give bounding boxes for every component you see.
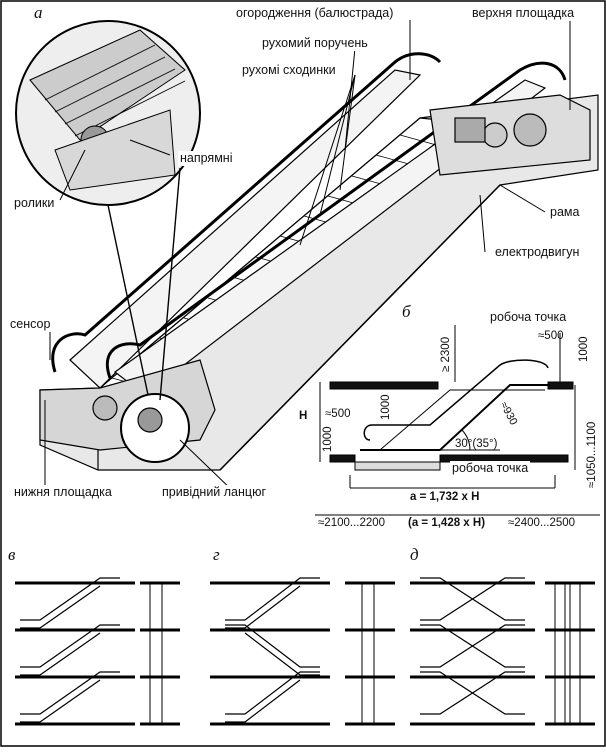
dim-1000-left: 1000 [322,426,334,452]
label-lower-landing: нижня площадка [12,485,114,500]
label-work-point-top: робоча точка [488,310,569,325]
label-frame: рама [548,205,582,220]
detail-circle-a [15,20,201,401]
escalator-illustration [39,52,599,471]
section-label-b: б [402,302,411,321]
section-label-a: а [34,3,43,22]
label-sensor: сенсор [8,317,53,332]
dim-formula-a2: (a = 1,428 x H) [408,517,486,529]
dim-1000-top: 1000 [578,336,590,362]
dim-formula-a1: a = 1,732 x H [410,491,480,503]
label-rollers: ролики [12,196,57,211]
label-drive-chain: привідний ланцюг [160,485,268,500]
label-guides: напрямні [178,151,235,166]
section-label-d: д [410,545,419,564]
label-work-point-bottom: робоча точка [450,461,531,476]
dim-H: H [299,410,308,422]
section-label-v: в [8,545,16,564]
label-balustrade: огородження (балюстрада) [234,6,396,21]
dim-1000-mid: 1000 [380,394,392,420]
dim-2300: ≥ 2300 [440,336,452,372]
label-upper-landing: верхня площадка [470,6,577,21]
dim-1050-1100: ≈1050...1100 [586,421,598,488]
label-handrail: рухомий поручень [260,36,370,51]
dim-width-right: ≈2400...2500 [508,517,576,529]
label-motor: електродвигун [493,245,582,260]
dim-500-left: ≈500 [325,408,351,420]
leader-lines [44,20,571,494]
dim-500-top: ≈500 [538,330,564,342]
dim-width-left: ≈2100...2200 [318,517,386,529]
label-steps: рухомі сходинки [240,63,338,78]
sections-vgd [15,577,595,726]
section-b-diagram [315,325,600,516]
section-label-g: г [213,545,220,564]
dim-angle: 30°(35°) [455,438,498,450]
